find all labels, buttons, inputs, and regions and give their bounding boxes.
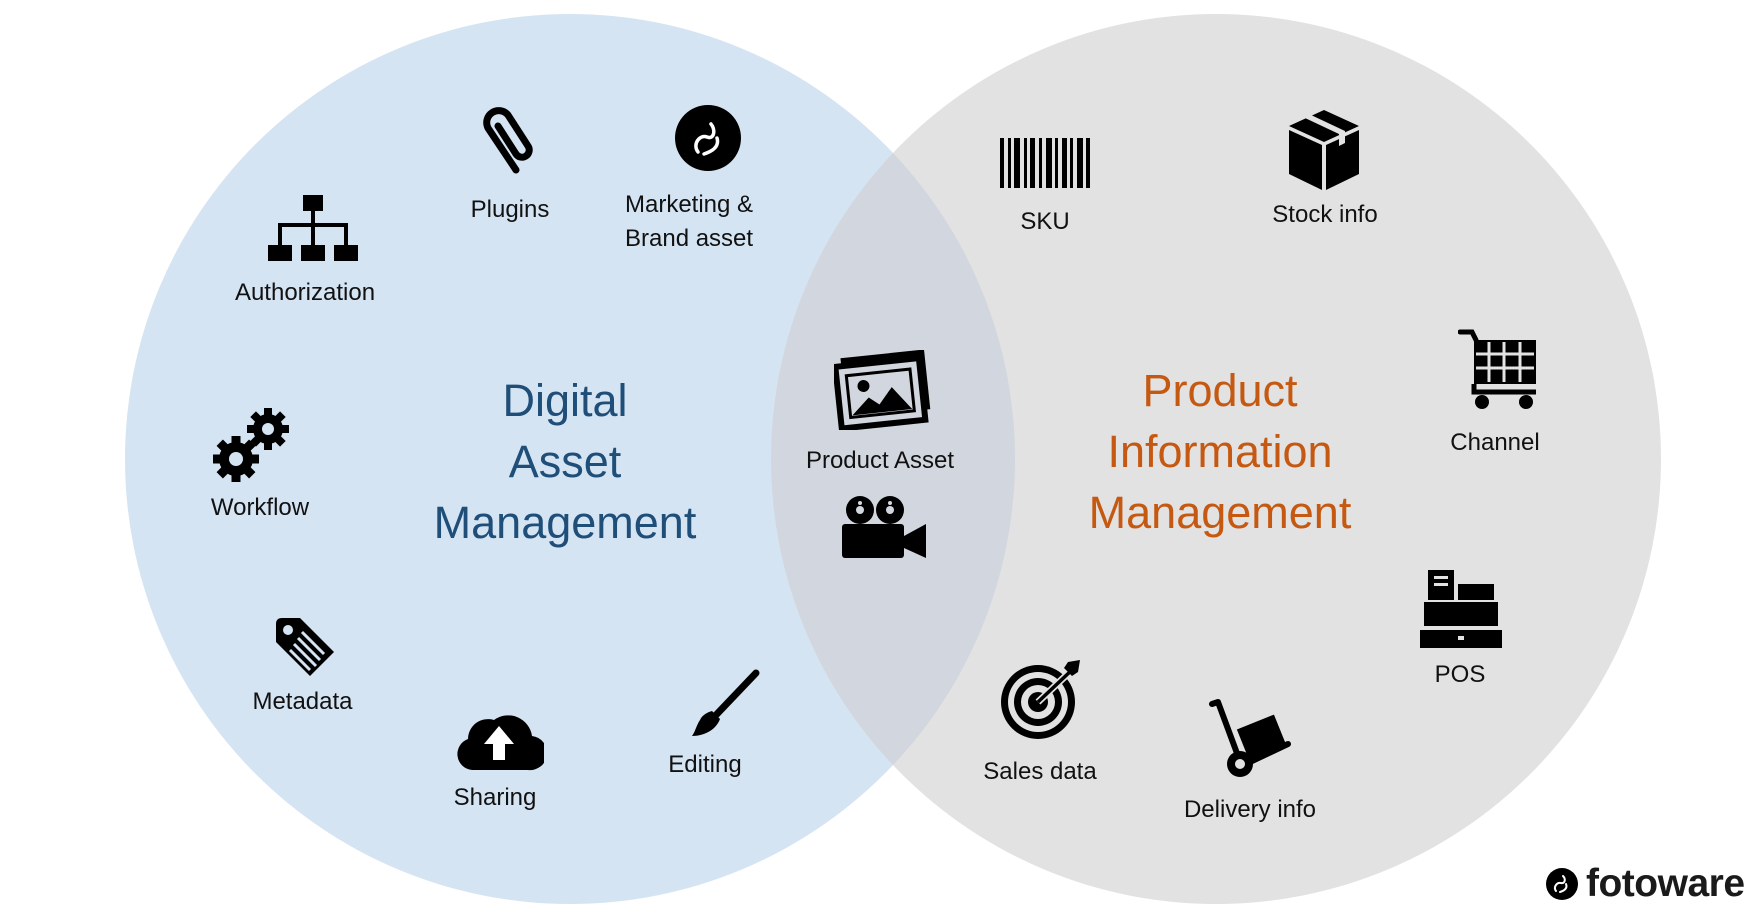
pim-title-line: Management [1088, 487, 1352, 538]
sku-label: SKU [1020, 208, 1070, 235]
pim-title-line: Product [1142, 365, 1298, 416]
sales-data-label: Sales data [983, 758, 1097, 785]
cloud-upload-icon [457, 715, 544, 771]
photos-icon [834, 350, 931, 430]
fotoware-wordmark: fotoware [1586, 862, 1745, 905]
stock-info-label: Stock info [1272, 201, 1378, 228]
hand-truck-icon [1209, 699, 1291, 777]
product-asset-label: Product Asset [805, 447, 955, 474]
tag-icon [276, 618, 334, 676]
authorization-label: Authorization [234, 279, 376, 306]
sharing-label: Sharing [453, 784, 537, 811]
dam-title-line: Asset [508, 436, 622, 487]
fotoware-logo-icon [1546, 868, 1578, 900]
fotoware-brand: fotoware [1545, 862, 1745, 906]
cart-icon [1458, 329, 1536, 409]
pim-title-line: Information [1107, 426, 1333, 477]
channel-label: Channel [1450, 429, 1540, 456]
box-icon [1289, 110, 1359, 190]
delivery-info-label: Delivery info [1183, 796, 1317, 823]
barcode-icon [1000, 138, 1090, 188]
gears-icon [213, 408, 289, 482]
plugins-label: Plugins [470, 196, 550, 223]
video-camera-icon [842, 496, 926, 558]
marketing-label: Marketing & Brand asset [625, 188, 785, 256]
workflow-label: Workflow [210, 494, 310, 521]
target-icon [1001, 660, 1080, 739]
paintbrush-icon [692, 669, 760, 736]
dam-title: Digital Asset Management [425, 370, 705, 553]
dam-title-line: Management [433, 497, 697, 548]
dam-title-line: Digital [502, 375, 628, 426]
metadata-label: Metadata [252, 688, 353, 715]
marketing-label-line2: Brand asset [625, 225, 754, 252]
pim-circle [771, 14, 1661, 904]
marketing-label-line1: Marketing & [625, 191, 754, 218]
editing-label: Editing [668, 751, 742, 778]
paperclip-icon [483, 107, 533, 174]
pos-label: POS [1434, 661, 1486, 688]
brand-logo-icon [675, 105, 741, 171]
hierarchy-icon [268, 195, 358, 261]
pim-title: Product Information Management [1070, 360, 1370, 543]
cash-register-icon [1420, 570, 1502, 648]
